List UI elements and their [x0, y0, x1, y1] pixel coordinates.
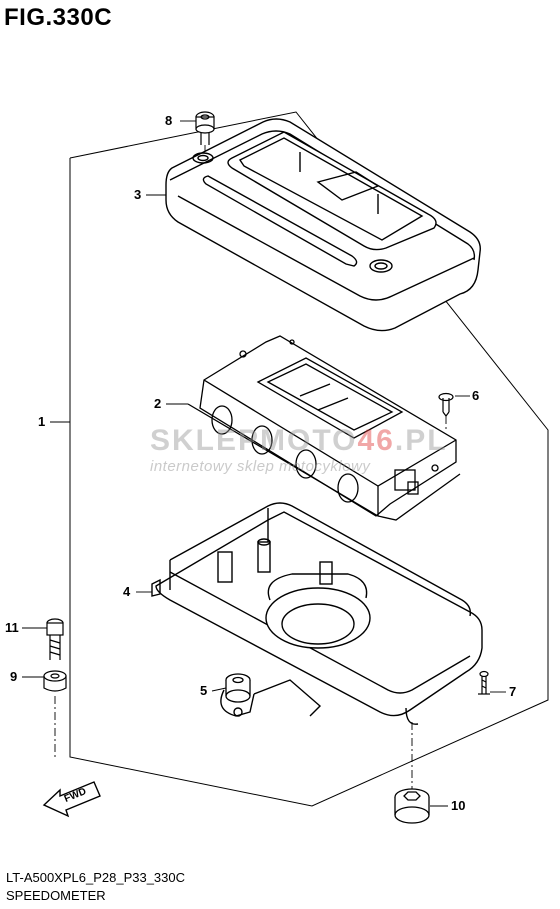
part-10-damper [394, 788, 430, 824]
part-9-washer [43, 670, 67, 692]
callout-4: 4 [123, 584, 131, 599]
watermark-tagline: internetowy sklep motocyklowy [150, 458, 371, 475]
callout-11: 11 [5, 620, 19, 635]
figure-title: FIG.330C [4, 4, 113, 31]
part-7-screw [478, 670, 490, 695]
part-11-bolt [46, 618, 64, 660]
leader-lines [22, 120, 506, 807]
callout-3: 3 [134, 187, 142, 202]
assembly-boundary [69, 111, 549, 807]
part-6-screw [438, 392, 454, 417]
callout-1: 1 [38, 414, 46, 429]
watermark-logo: SKLEPMOTO46.PL [150, 424, 448, 457]
part-4-lower-case [151, 502, 483, 725]
part-2-display-unit [187, 335, 461, 521]
callout-8: 8 [165, 113, 173, 128]
fwd-arrow-icon [42, 781, 101, 818]
callout-7: 7 [509, 684, 517, 699]
part-8-screw [195, 111, 215, 145]
diagram-code: LT-A500XPL6_P28_P33_330C [6, 870, 186, 885]
part-3-upper-cover [165, 118, 481, 332]
diagram-title: SPEEDOMETER [6, 888, 106, 903]
callout-6: 6 [472, 388, 480, 403]
callout-9: 9 [10, 669, 18, 684]
callout-10: 10 [451, 798, 466, 813]
callout-2: 2 [154, 396, 162, 411]
part-5-grommet [225, 673, 251, 703]
callout-5: 5 [200, 683, 208, 698]
